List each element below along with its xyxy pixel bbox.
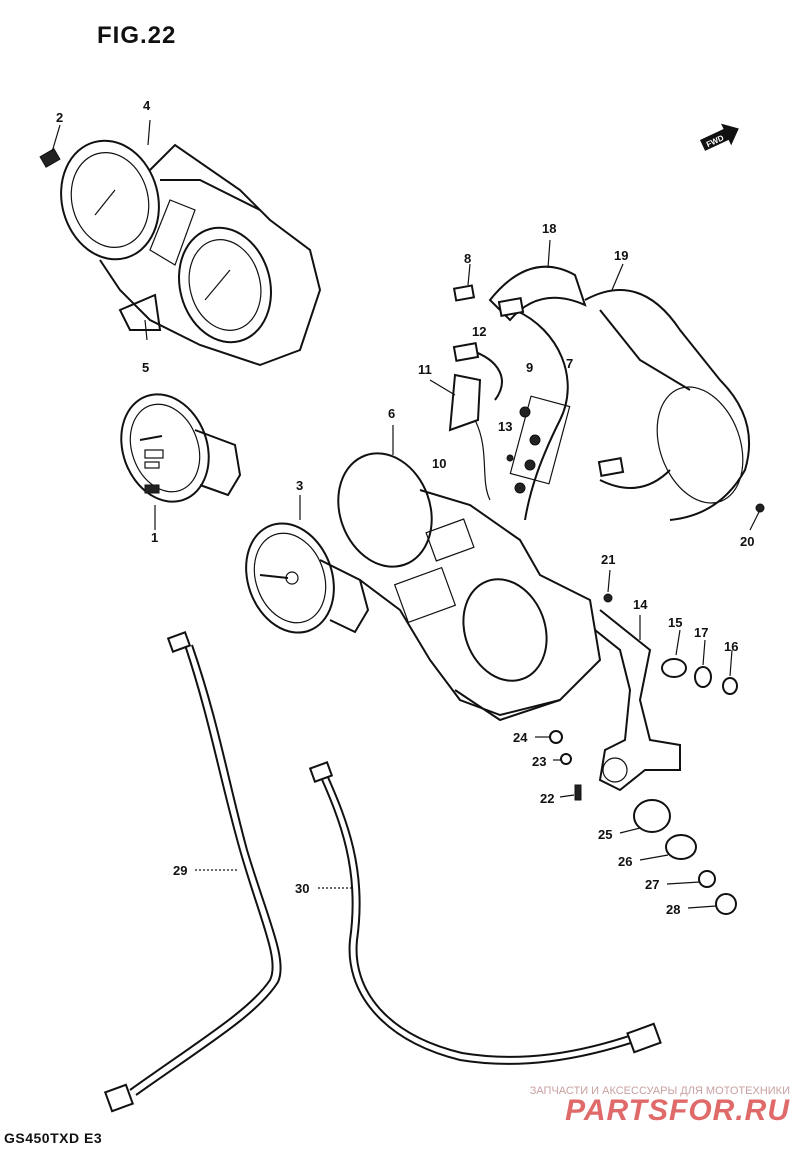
fwd-arrow: FWD: [700, 123, 739, 151]
callout-8: 8: [464, 251, 471, 266]
callout-24: 24: [513, 730, 528, 745]
watermark-brand: PARTSFOR.RU: [565, 1094, 790, 1127]
speedometer: [245, 522, 370, 634]
leader-lines: [51, 119, 761, 909]
callout-28: 28: [666, 902, 680, 917]
meter-cables: [103, 631, 662, 1113]
callout-23: 23: [532, 754, 546, 769]
callout-10: 10: [432, 456, 446, 471]
meter-upper-case: [337, 452, 602, 722]
callout-1: 1: [151, 530, 158, 545]
small-parts: [549, 503, 765, 915]
callout-15: 15: [668, 615, 682, 630]
callout-7: 7: [566, 356, 573, 371]
callout-17: 17: [694, 625, 708, 640]
model-label: GS450TXD E3: [4, 1130, 103, 1146]
callout-26: 26: [618, 854, 632, 869]
callout-22: 22: [540, 791, 554, 806]
callout-27: 27: [645, 877, 659, 892]
callout-16: 16: [724, 639, 738, 654]
callout-25: 25: [598, 827, 612, 842]
meter-case-assembly: [60, 139, 322, 367]
callout-13: 13: [498, 419, 512, 434]
figure-title: FIG.22: [97, 22, 177, 49]
callout-6: 6: [388, 406, 395, 421]
callout-9: 9: [526, 360, 533, 375]
callout-30: 30: [295, 881, 309, 896]
callout-21: 21: [601, 552, 615, 567]
callout-2: 2: [56, 110, 63, 125]
callout-20: 20: [740, 534, 754, 549]
callout-18: 18: [542, 221, 556, 236]
meter-lower-case: [488, 265, 751, 521]
callout-4: 4: [143, 98, 151, 113]
bulb-2: [39, 148, 61, 168]
callout-19: 19: [614, 248, 628, 263]
callout-29: 29: [173, 863, 187, 878]
callout-14: 14: [633, 597, 648, 612]
tachometer: [120, 393, 242, 503]
meter-bracket: [594, 609, 681, 792]
wiring-harness: [448, 284, 625, 521]
callout-3: 3: [296, 478, 303, 493]
callout-11: 11: [418, 362, 432, 377]
watermark-tagline: ЗАПЧАСТИ И АКСЕССУАРЫ ДЛЯ МОТОТЕХНИКИ: [529, 1085, 790, 1097]
fwd-label: FWD: [705, 133, 726, 149]
callout-12: 12: [472, 324, 486, 339]
callout-5: 5: [142, 360, 149, 375]
